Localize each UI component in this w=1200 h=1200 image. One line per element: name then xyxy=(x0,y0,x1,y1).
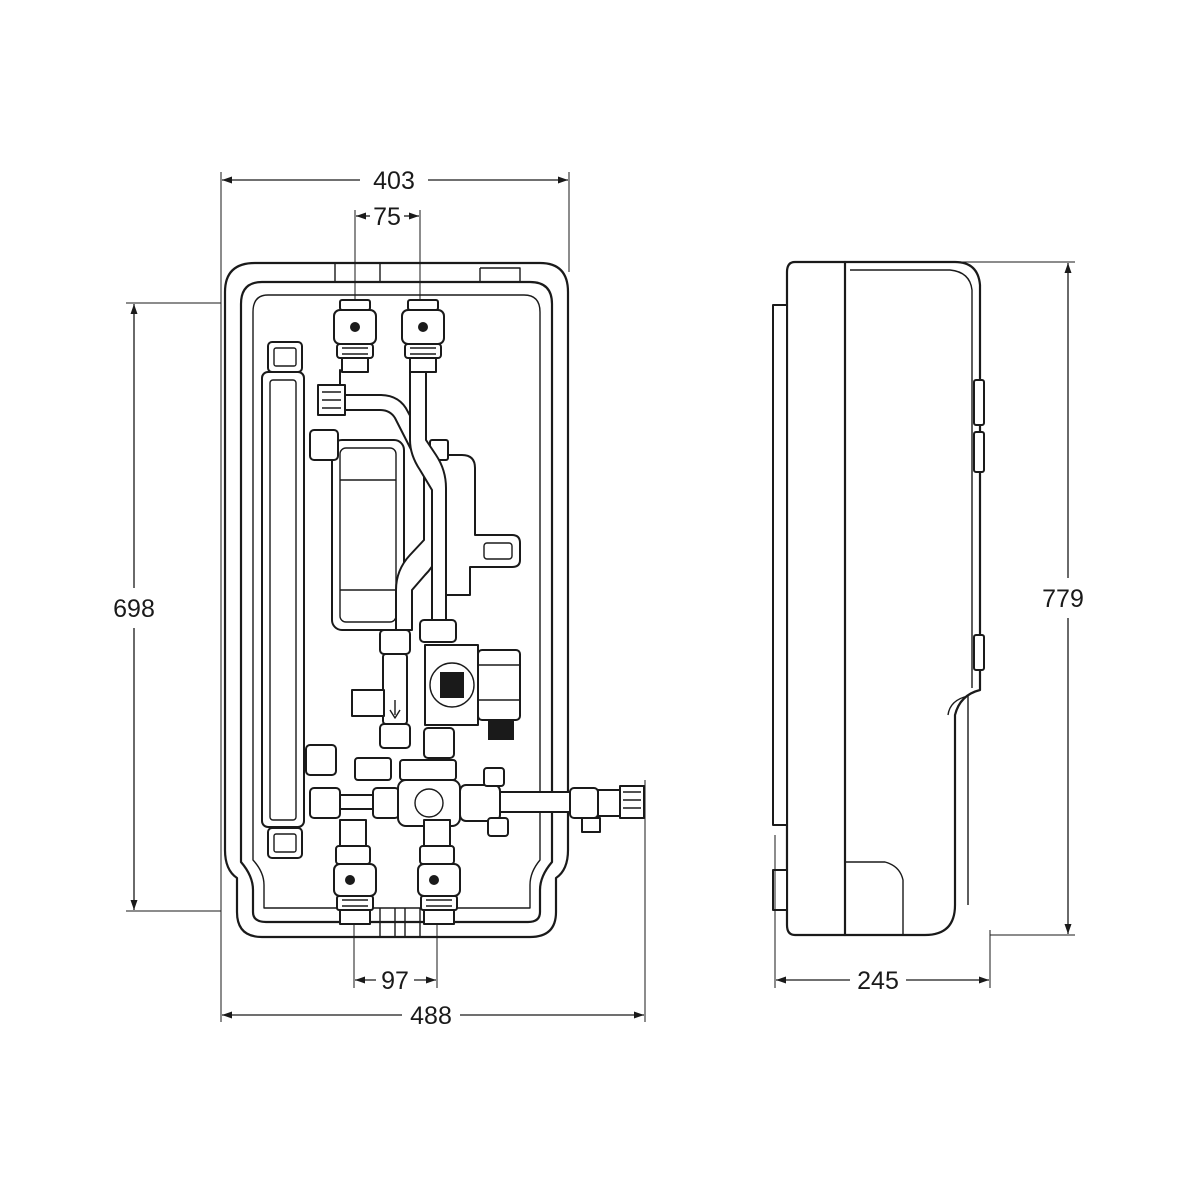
dim-front-width-outer: 488 xyxy=(410,1002,452,1030)
dim-top-connection-spacing: 75 xyxy=(373,203,401,231)
front-view xyxy=(223,261,645,939)
he-cap-mid xyxy=(305,744,337,776)
front-housing-inner xyxy=(239,280,554,924)
front-housing-cavity xyxy=(252,294,541,909)
circulation-pump xyxy=(419,619,521,740)
front-housing-outer xyxy=(223,261,570,939)
bottom-rib xyxy=(379,908,421,937)
he-cap-top xyxy=(267,341,303,373)
top-valve-right xyxy=(401,299,445,373)
top-rib-left xyxy=(334,263,381,282)
top-rib-right xyxy=(479,267,521,282)
he-cap-bottom xyxy=(267,827,303,859)
bottom-manifold xyxy=(309,757,645,837)
dim-side-depth: 245 xyxy=(857,967,899,995)
dim-bottom-connection-spacing: 97 xyxy=(381,967,409,995)
expansion-tank xyxy=(331,439,405,631)
heat-exchanger xyxy=(261,371,305,828)
dim-side-height: 779 xyxy=(1042,585,1084,613)
mounting-bracket xyxy=(429,454,521,596)
dim-front-height: 698 xyxy=(113,595,155,623)
bottom-valve-right xyxy=(417,819,461,925)
top-valve-left xyxy=(333,299,377,373)
side-cover-strip xyxy=(772,304,788,826)
flow-sensor xyxy=(351,629,455,759)
side-housing xyxy=(785,260,982,937)
dim-front-width-inner: 403 xyxy=(373,167,415,195)
bottom-valve-left xyxy=(333,819,377,925)
side-view xyxy=(772,260,985,937)
dimension-lines: 403 75 97 488 698 779 245 xyxy=(113,167,1084,1030)
